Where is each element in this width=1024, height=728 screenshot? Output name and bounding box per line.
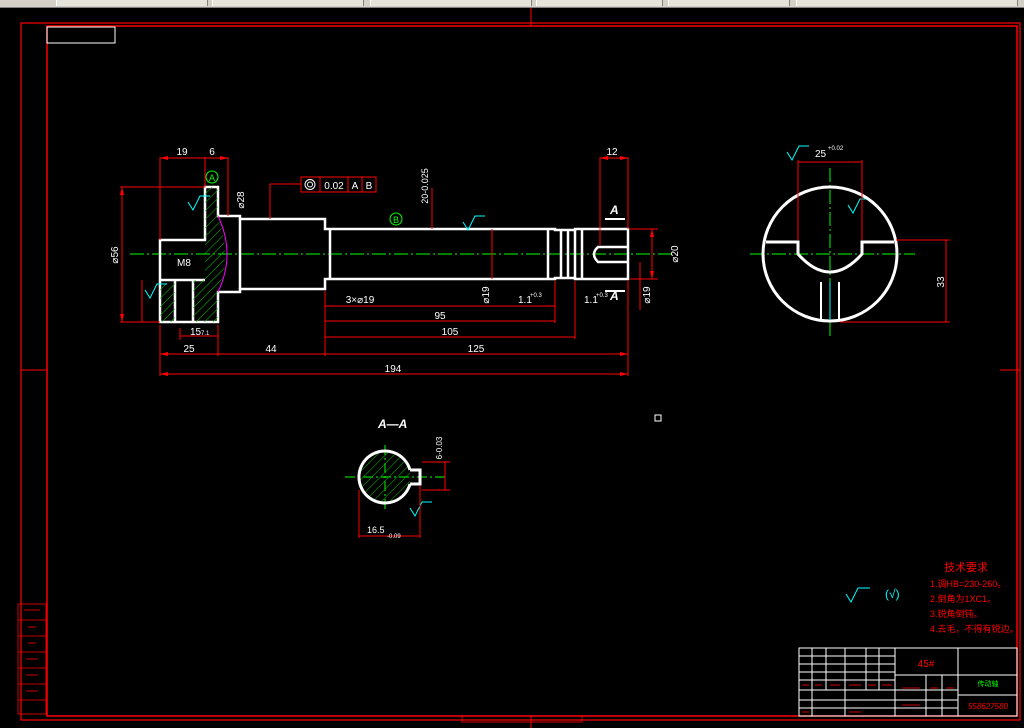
svg-text:2.倒角为1XC1。: 2.倒角为1XC1。 <box>930 593 996 604</box>
toolbar-tab[interactable] <box>212 0 364 6</box>
dimension-lines <box>120 157 658 376</box>
svg-text:A: A <box>352 181 359 192</box>
hatch-area <box>193 187 225 322</box>
svg-text:⌀28: ⌀28 <box>236 191 247 209</box>
svg-text:0.02: 0.02 <box>324 181 344 192</box>
svg-text:1.1: 1.1 <box>584 295 598 306</box>
svg-text:A: A <box>609 203 619 217</box>
toolbar-tab[interactable] <box>668 0 790 6</box>
svg-text:M8: M8 <box>177 258 191 269</box>
svg-text:A: A <box>209 173 215 183</box>
svg-text:6-0.03: 6-0.03 <box>435 436 444 459</box>
svg-text:25: 25 <box>815 149 827 160</box>
svg-text:1.1: 1.1 <box>518 295 532 306</box>
svg-text:传动轴: 传动轴 <box>978 679 999 688</box>
svg-text:+0.02: +0.02 <box>828 146 844 152</box>
svg-text:125: 125 <box>468 344 485 355</box>
dimension-texts: 19 6 12 ⌀28 ⌀56 20-0.025 M8 3×⌀19 ⌀19 ⌀2… <box>110 147 681 375</box>
toolbar-tab[interactable] <box>56 0 208 6</box>
toolbar-tab[interactable] <box>370 0 532 6</box>
svg-text:20-0.025: 20-0.025 <box>420 168 430 204</box>
sheet-border <box>20 8 1021 728</box>
snap-point <box>654 414 662 422</box>
svg-text:3.锐角倒钝。: 3.锐角倒钝。 <box>930 608 983 619</box>
svg-text:B: B <box>366 181 373 192</box>
svg-text:1.调HB=230-260。: 1.调HB=230-260。 <box>930 579 1006 589</box>
svg-text:558627580: 558627580 <box>968 702 1009 711</box>
svg-text:B: B <box>393 215 399 225</box>
svg-text:194: 194 <box>385 364 402 375</box>
svg-text:19: 19 <box>176 147 188 158</box>
svg-text:15: 15 <box>190 327 202 338</box>
toolbar-tab[interactable] <box>796 0 1018 6</box>
end-view: 25 +0.02 33 <box>750 146 950 338</box>
toolbar-tab[interactable] <box>536 0 663 6</box>
svg-text:技术要求: 技术要求 <box>944 561 988 574</box>
svg-text:A—A: A—A <box>377 417 407 431</box>
toolbar <box>0 0 1024 8</box>
section-arrow-a: A A <box>605 203 625 303</box>
svg-text:⌀19: ⌀19 <box>481 286 492 304</box>
section-view-a-a: A—A 16.5 -0.09 6-0.03 <box>345 417 450 540</box>
svg-text:3×⌀19: 3×⌀19 <box>346 295 375 306</box>
svg-text:6: 6 <box>209 147 215 158</box>
svg-text:16.5: 16.5 <box>367 525 385 535</box>
svg-text:⌀20: ⌀20 <box>670 245 681 263</box>
datum-marker-a: A <box>205 170 219 184</box>
roughness-note: (√) <box>885 587 900 601</box>
dimension-arrows <box>120 156 654 376</box>
datum-marker-b: B <box>389 212 403 226</box>
svg-text:7.1: 7.1 <box>201 331 210 337</box>
svg-text:45#: 45# <box>918 659 935 670</box>
svg-text:⌀56: ⌀56 <box>110 246 121 264</box>
title-block: 45# 传动轴 558627580 <box>798 647 1018 717</box>
svg-text:4.去毛，不得有锐边。: 4.去毛，不得有锐边。 <box>930 623 1019 634</box>
svg-text:44: 44 <box>265 344 277 355</box>
svg-text:-0.09: -0.09 <box>387 534 401 540</box>
geometric-tolerance-frame: 0.02 A B <box>304 179 373 192</box>
svg-text:12: 12 <box>606 147 618 158</box>
svg-text:+0.3: +0.3 <box>530 293 543 299</box>
technical-requirements: 技术要求 1.调HB=230-260。 2.倒角为1XC1。 3.锐角倒钝。 4… <box>930 561 1019 634</box>
svg-text:95: 95 <box>434 311 446 322</box>
svg-text:33: 33 <box>936 276 947 288</box>
break-line <box>217 215 228 293</box>
svg-text:105: 105 <box>442 327 459 338</box>
cad-drawing-canvas[interactable]: A B 0.02 A B 19 6 12 ⌀28 ⌀56 20-0.025 M8… <box>0 8 1024 728</box>
svg-text:A: A <box>609 289 619 303</box>
svg-text:+0.3: +0.3 <box>596 293 609 299</box>
roughness-symbols <box>144 145 870 604</box>
side-stamp <box>17 603 47 715</box>
svg-text:25: 25 <box>183 344 195 355</box>
hatch-area <box>160 283 175 322</box>
svg-text:⌀19: ⌀19 <box>642 286 653 304</box>
